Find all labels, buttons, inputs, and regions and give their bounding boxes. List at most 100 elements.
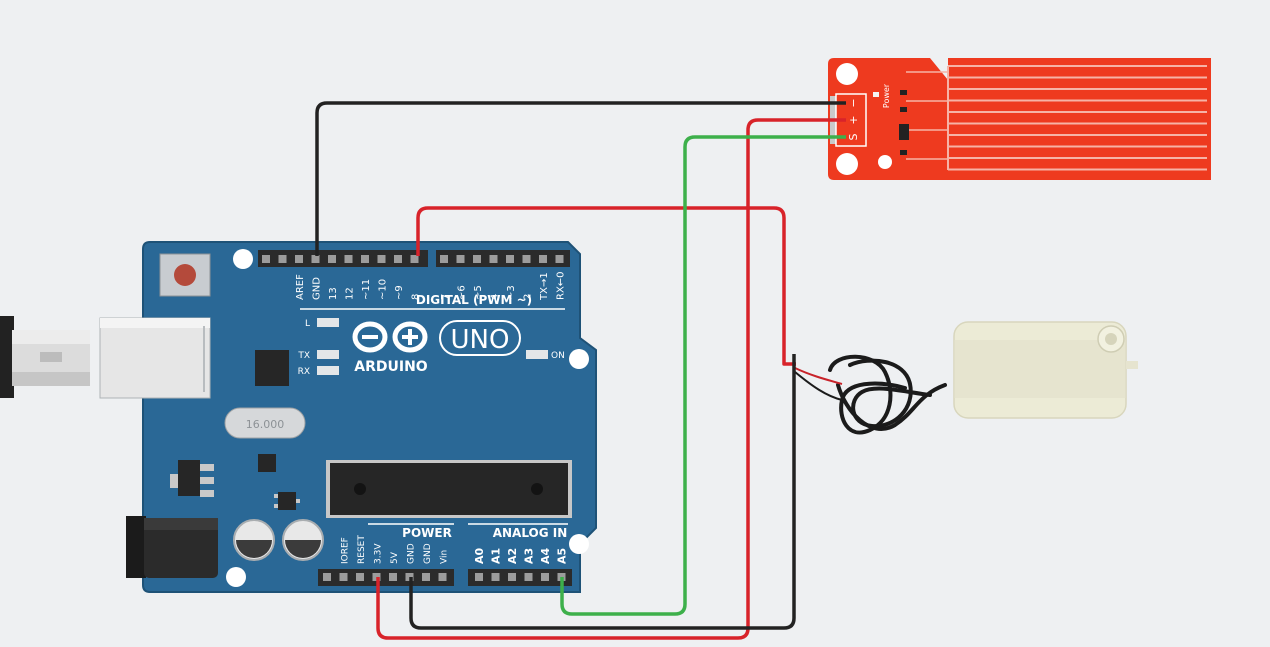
reset-button[interactable]: [159, 253, 211, 297]
header-pin-hole[interactable]: [555, 255, 564, 263]
header-pin-hole[interactable]: [328, 255, 336, 263]
arduino-uno-board[interactable]: 16.000: [99, 241, 597, 593]
header-pin-hole[interactable]: [389, 573, 397, 581]
sensor-mounting-hole: [836, 153, 858, 175]
led-rx-label: RX: [298, 367, 310, 377]
brand-label: ARDUINO: [354, 359, 428, 375]
arduino-logo: [352, 321, 428, 353]
analog-header-label: ANALOG IN: [493, 526, 568, 540]
header-pin-hole[interactable]: [377, 255, 386, 263]
header-pin-hole[interactable]: [262, 255, 270, 263]
header-pin-hole[interactable]: [356, 573, 364, 581]
header-pin-hole[interactable]: [339, 573, 348, 581]
header-pin-hole[interactable]: [361, 255, 369, 263]
mounting-hole: [569, 534, 589, 554]
header-pin-hole[interactable]: [295, 255, 303, 263]
header-pin-hole[interactable]: [539, 255, 547, 263]
led-l-label: L: [305, 319, 310, 329]
wire-gnd-to-pump[interactable]: [409, 354, 796, 630]
wire-pin8-to-pump[interactable]: [416, 206, 796, 366]
analog-pin-label-a3: A3: [523, 548, 536, 564]
digital-pin-label-tx-1: TX→1: [539, 272, 550, 301]
header-pin-hole[interactable]: [491, 573, 500, 581]
small-component: [258, 454, 276, 472]
wire-a5-to-sensor-signal[interactable]: [560, 135, 846, 616]
crystal-label: 16.000: [246, 418, 285, 431]
water-pump[interactable]: [794, 321, 1138, 435]
atmega-chip: [326, 460, 572, 518]
power-pin-label-vin: Vin: [440, 550, 450, 564]
usb-chip: [255, 350, 289, 386]
header-pin-hole[interactable]: [456, 255, 465, 263]
sensor-pin-minus: −: [847, 98, 860, 107]
power-pin-label-gnd: GND: [407, 543, 417, 564]
led-rx: RX: [298, 366, 339, 377]
capacitor: [233, 519, 275, 561]
header-pin-hole[interactable]: [473, 255, 481, 263]
digital-pin-label-7: 7: [440, 294, 451, 300]
power-pin-label-ioref: IOREF: [341, 537, 351, 564]
digital-header-right[interactable]: [436, 250, 570, 267]
model-label: UNO: [451, 325, 510, 355]
wire-gnd-to-sensor-minus[interactable]: [315, 101, 846, 256]
sensor-pin-signal: S: [847, 133, 860, 140]
header-pin-hole[interactable]: [344, 255, 353, 263]
digital-pin-label-2: 2: [523, 294, 534, 300]
mounting-hole: [569, 349, 589, 369]
digital-pin-label-4: 4: [490, 294, 501, 300]
led-on-label: ON: [551, 351, 565, 361]
digital-pin-label-8: 8: [411, 294, 422, 300]
header-pin-hole[interactable]: [524, 573, 533, 581]
digital-pin-label-10: ~10: [378, 279, 389, 300]
transistor: [274, 492, 300, 510]
digital-pin-label-rx-0: RX←0: [556, 271, 567, 300]
wire-33v-to-sensor-plus[interactable]: [376, 118, 846, 640]
header-pin-hole[interactable]: [522, 255, 531, 263]
header-pin-hole[interactable]: [422, 573, 430, 581]
digital-pin-label-9: ~9: [394, 285, 405, 300]
sensor-traces: [906, 65, 1207, 171]
header-pin-hole[interactable]: [311, 255, 320, 263]
power-header[interactable]: [318, 569, 454, 586]
header-pin-hole[interactable]: [394, 255, 402, 263]
power-pin-label-gnd: GND: [423, 543, 433, 564]
header-pin-hole[interactable]: [440, 255, 448, 263]
usb-port: [99, 317, 211, 399]
sensor-power-label: Power: [882, 83, 891, 108]
digital-pin-label-3: ~3: [506, 285, 517, 300]
sensor-pin-plus: +: [847, 115, 860, 124]
power-pin-label-5v: 5V: [390, 551, 400, 564]
analog-header[interactable]: [468, 569, 572, 586]
analog-pin-label-a4: A4: [539, 547, 552, 564]
mounting-hole: [233, 249, 253, 269]
power-pin-label-3-3v: 3.3V: [374, 543, 384, 564]
header-pin-hole[interactable]: [438, 573, 447, 581]
voltage-regulator: [170, 460, 214, 497]
analog-pin-label-a5: A5: [556, 548, 569, 564]
header-pin-hole[interactable]: [506, 255, 514, 263]
header-pin-hole[interactable]: [410, 255, 419, 263]
header-pin-hole[interactable]: [323, 573, 331, 581]
power-pin-label-reset: RESET: [357, 535, 367, 564]
water-level-sensor[interactable]: − + S Power: [828, 58, 1211, 180]
led-on: ON: [526, 350, 565, 361]
smd-component: [900, 107, 907, 112]
header-pin-hole[interactable]: [541, 573, 549, 581]
header-pin-hole[interactable]: [475, 573, 483, 581]
pump-lead-black: [794, 371, 843, 401]
capacitor: [282, 519, 324, 561]
smd-component: [900, 90, 907, 95]
header-pin-hole[interactable]: [278, 255, 287, 263]
smd-component: [900, 150, 907, 155]
digital-header-label: DIGITAL (PWM ~): [416, 293, 532, 307]
power-led: [873, 92, 879, 97]
power-header-label: POWER: [402, 526, 452, 540]
digital-pin-label-13: 13: [328, 287, 339, 300]
header-pin-hole[interactable]: [508, 573, 516, 581]
digital-pin-label-gnd: GND: [312, 277, 323, 300]
header-pin-hole[interactable]: [489, 255, 498, 263]
usb-cable: [0, 316, 90, 398]
sensor-mounting-hole: [836, 63, 858, 85]
pump-cable-coil: [836, 383, 947, 431]
